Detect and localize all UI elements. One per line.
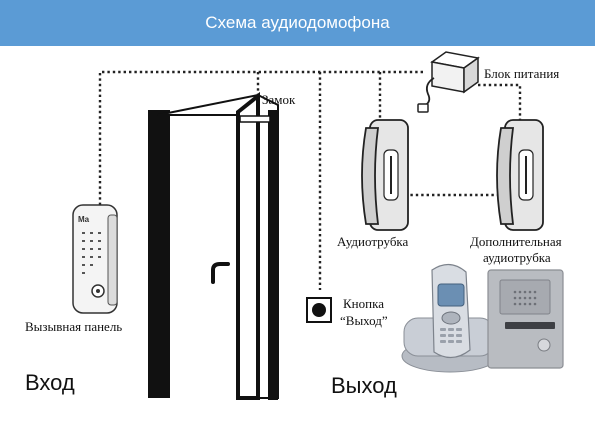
wire-power-to-extra bbox=[478, 83, 522, 125]
extra-handset-label-line1: Дополнительная bbox=[470, 234, 562, 249]
dect-phone-nav bbox=[441, 311, 461, 325]
exit-button bbox=[306, 297, 332, 323]
dect-phone bbox=[401, 263, 499, 373]
door-jamb bbox=[268, 110, 278, 400]
lock-strike bbox=[239, 115, 271, 123]
dect-phone-screen bbox=[437, 283, 465, 307]
call-button-center bbox=[96, 289, 100, 293]
exit-button-label-line1: Кнопка bbox=[343, 296, 384, 311]
power-supply-front bbox=[431, 61, 465, 93]
dect-phone-handset bbox=[431, 263, 471, 359]
door bbox=[148, 91, 279, 400]
exit-button-knob bbox=[312, 303, 326, 317]
outdoor-panel-photo bbox=[487, 269, 564, 369]
power-supply bbox=[417, 51, 480, 113]
outdoor-panel-button bbox=[537, 338, 551, 352]
handset-main bbox=[361, 119, 409, 231]
entrance-label: Вход bbox=[25, 370, 75, 395]
diagram-title-bar: Схема аудиодомофона bbox=[0, 0, 595, 46]
handset-main-receiver bbox=[361, 127, 380, 225]
outdoor-panel-strip bbox=[505, 322, 555, 329]
door-leaf-edge bbox=[236, 91, 260, 400]
lock-label: Замок bbox=[262, 92, 296, 107]
call-panel-brand-mark: Ma bbox=[78, 215, 90, 224]
exit-button-label-line2: “Выход” bbox=[340, 313, 388, 328]
door-frame bbox=[148, 110, 170, 398]
diagram-title: Схема аудиодомофона bbox=[205, 13, 390, 32]
power-supply-side bbox=[463, 56, 479, 94]
wire-panel-to-top bbox=[98, 70, 425, 205]
exit-label: Выход bbox=[331, 373, 397, 398]
call-panel-label: Вызывная панель bbox=[25, 319, 123, 334]
wiring bbox=[98, 70, 522, 290]
handset-extra-receiver bbox=[496, 127, 515, 225]
outdoor-panel-grille bbox=[513, 290, 537, 306]
power-supply-label: Блок питания bbox=[484, 66, 560, 81]
dect-phone-keys bbox=[440, 328, 462, 343]
handset-label: Аудиотрубка bbox=[337, 234, 409, 249]
power-cord bbox=[423, 77, 435, 107]
power-plug bbox=[417, 103, 429, 113]
call-panel-side bbox=[107, 214, 118, 306]
call-panel-keypad bbox=[82, 232, 101, 274]
call-panel: Ma bbox=[72, 204, 118, 314]
extra-handset-label-line2: аудиотрубка bbox=[483, 250, 551, 265]
door-handle bbox=[211, 262, 230, 284]
handset-extra bbox=[496, 119, 544, 231]
